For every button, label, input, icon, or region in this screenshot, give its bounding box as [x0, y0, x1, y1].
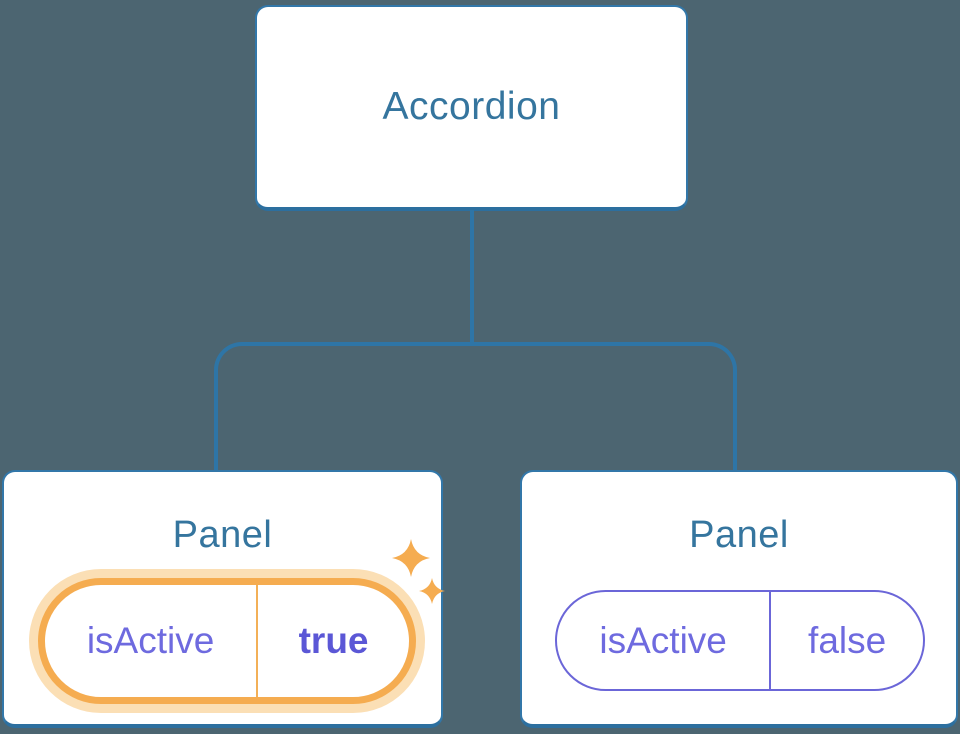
panel-node-label: Panel — [689, 514, 789, 556]
state-pill-inactive: isActive false — [555, 590, 925, 691]
panel-node-label: Panel — [172, 514, 273, 556]
state-name: isActive — [86, 620, 215, 661]
connector-stem — [470, 210, 474, 345]
pill-divider — [769, 592, 772, 689]
panel-node-inactive: Panel isActive false — [520, 470, 958, 728]
connector-branch — [214, 342, 737, 470]
state-value: false — [808, 619, 887, 661]
panel-node-active: Panel isActive true — [2, 470, 445, 728]
pill-divider — [256, 585, 259, 697]
accordion-node-label: Accordion — [382, 85, 561, 128]
accordion-node: Accordion — [255, 5, 688, 211]
state-pill-active: isActive true — [38, 578, 416, 704]
state-value: true — [298, 620, 369, 661]
state-name: isActive — [599, 619, 727, 661]
sparkles-icon — [392, 539, 445, 604]
